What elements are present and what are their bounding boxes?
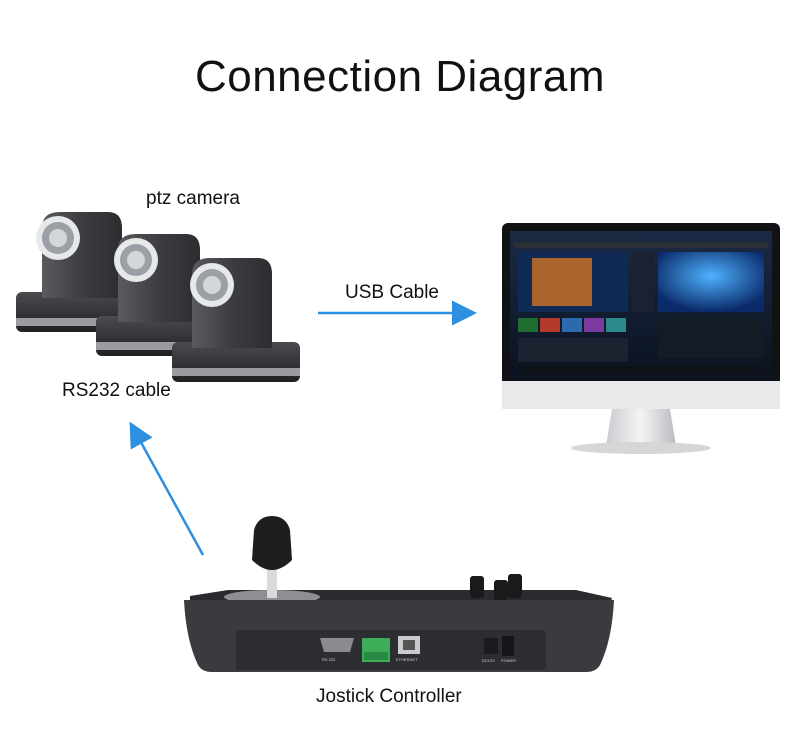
ethernet-port-label: ETHERNET [396,657,418,662]
camera-label: ptz camera [146,188,240,209]
usb-cable-label: USB Cable [345,282,439,303]
dc-port-label: DC12V [482,658,495,663]
rs232-cable-label: RS232 cable [62,380,171,401]
power-switch-label: POWER [501,658,516,663]
ptz-camera-group [16,212,300,382]
controller-label: Jostick Controller [316,686,462,707]
computer-monitor [502,223,780,454]
joystick-controller [184,516,614,672]
rs232-arrow [129,421,205,556]
rs232-port-label: RS 232 [322,657,336,662]
ptz-camera-3 [172,258,300,382]
diagram-title: Connection Diagram [194,52,606,101]
